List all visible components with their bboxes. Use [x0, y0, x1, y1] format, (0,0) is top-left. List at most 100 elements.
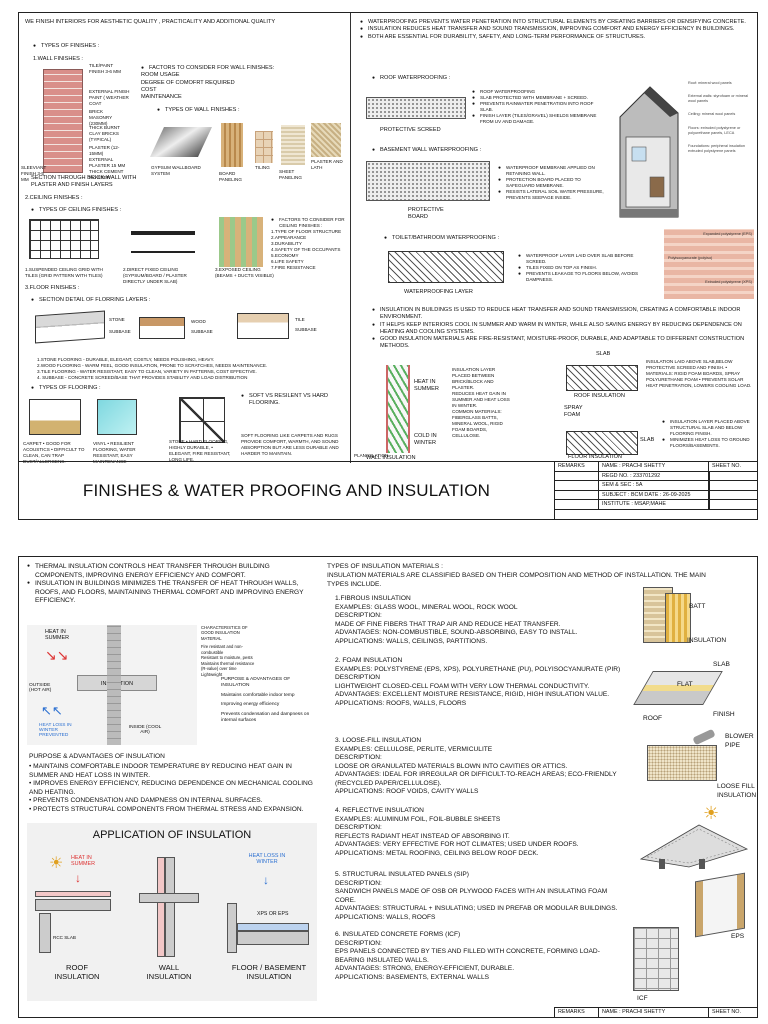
batt-insulation-fill [665, 593, 691, 643]
wall-factor-4: MAINTENANCE [141, 94, 182, 101]
application-heading: APPLICATION OF INSULATION [92, 829, 252, 841]
purpose-points: • MAINTAINS COMFORTABLE INDOOR TEMPERATU… [29, 763, 317, 814]
foam-label-polyiso: Polyisocyanurate (polyiso) [668, 255, 713, 260]
basement-caption: PROTECTIVE BOARD [408, 207, 444, 221]
floor-note-4: 4. SUBBASE - CONCRETE SCREED/BASE THAT P… [37, 374, 248, 380]
sheet2-titleblock-name: NAME : PRACHI SHETTY [599, 1008, 709, 1017]
characteristics-heading: CHARACTERISTICS OF GOOD INSULATION MATER… [201, 625, 248, 641]
wall-insulation-caption: WALL INSULATION [366, 455, 416, 461]
basement-point-1: WATERPROOF MEMBRANE APPLIED ON RETAINING… [498, 165, 608, 177]
house-labels: Roof: mineral wool panels External walls… [688, 81, 754, 154]
floor-insulation-image [566, 431, 638, 455]
purpose-point-2: • IMPROVES ENERGY EFFICIENCY, REDUCING D… [29, 780, 313, 796]
thermal-intro-1: THERMAL INSULATION CONTROLS HEAT TRANSFE… [27, 563, 317, 580]
insulation-type-6: 6. INSULATED CONCRETE FORMS (ICF) DESCRI… [335, 931, 627, 982]
wall-insulation-image [386, 365, 410, 453]
purpose-point-3: • PREVENTS CONDENSATION AND DAMPNESS ON … [29, 797, 263, 805]
titleblock-name: NAME : PRACHI SHETTY [599, 462, 709, 472]
cold-in-winter-label: COLD IN WINTER [414, 433, 437, 447]
sun-icon: ☀ [49, 855, 64, 872]
label-brick-masonry: BRICK MASONRY (230MM) [89, 109, 113, 126]
direct-fixed-ceiling-image [131, 231, 195, 235]
insulation-type-5-line-3: ADVANTAGES: STRUCTURAL + INSULATING; USE… [335, 905, 618, 913]
sheet2-right-column: TYPES OF INSULATION MATERIALS : INSULATI… [321, 557, 757, 1005]
img-label-blower: BLOWER PIPE [725, 733, 754, 749]
stone-floor-section-image [35, 310, 105, 344]
tiling-image [255, 131, 273, 163]
titleblock-row-4: SUBJECT : BCM DATE : 26-09-2025 [555, 490, 757, 501]
slab-label-2: SLAB [640, 437, 655, 443]
thermal-intro-2: INSULATION IN BUILDINGS MINIMIZES THE TR… [27, 580, 317, 606]
ceiling-factor-4: 4.SAFETY OF THE OCCUPANTS [271, 246, 341, 252]
insulation-type-6-line-2: EPS PANELS CONNECTED BY TIES AND FILLED … [335, 948, 600, 964]
house-insulation-illustration [619, 86, 679, 218]
flooring-type-carpet: CARPET • GOOD FOR ACOUSTICS • DIFFICULT … [23, 441, 85, 463]
characteristic-3: Maintains thermal resistance (R-value) o… [201, 660, 255, 672]
insulation-type-1-title: 1.FIBROUS INSULATION [335, 595, 411, 602]
floor-finishes-heading: 3.FLOOR FINISHES : [25, 285, 80, 291]
toilet-point-2: TILES FIXED ON TOP AS FINISH. [518, 265, 648, 271]
label-external-finish: EXTERNAL FINISH PAINT ( WEATHER COAT [89, 89, 130, 106]
insulation-type-3-line-3: LOOSE OR GRANULATED MATERIALS BLOWN INTO… [335, 762, 568, 770]
floor-insulation-points: INSULATION LAYER PLACED ABOVE STRUCTURAL… [662, 419, 754, 449]
img-label-batt: BATT [689, 603, 706, 610]
sheet2-title-block: REMARKS NAME : PRACHI SHETTY SHEET NO. [554, 1007, 757, 1017]
insulation-type-2-line-1: EXAMPLES: POLYSTYRENE (EPS, XPS), POLYUR… [335, 665, 621, 673]
heat-transfer-diagram: HEAT IN SUMMER ↘↘ INSULATION OUTSIDE (HO… [27, 625, 197, 745]
titleblock-remarks: REMARKS [555, 462, 599, 472]
blue-arrow-icon: ↖↖ [41, 703, 63, 718]
app-heat-summer: HEAT IN SUMMER [71, 855, 95, 867]
insulation-type-6-line-1: DESCRIPTION: [335, 939, 382, 947]
roof-screed-image [366, 97, 466, 119]
titleblock-regd: REGD NO. : 233701292 [599, 471, 709, 482]
intro-point-3: BOTH ARE ESSENTIAL FOR DURABILITY, SAFET… [360, 34, 752, 41]
floor-note-1: 1.STONE FLOORING - DURABLE, ELEGANT, COS… [37, 357, 215, 362]
sheet2-left-column: THERMAL INSULATION CONTROLS HEAT TRANSFE… [19, 557, 321, 1005]
img-label-eps: EPS [731, 933, 745, 940]
sheet1-title-block: REMARKS NAME : PRACHI SHETTY SHEET NO. R… [554, 462, 757, 519]
reflective-sun-icon: ☀ [703, 803, 720, 823]
ceiling-type-1: 1.SUSPENDED CEILING GRID WITH TILES (GRI… [25, 267, 103, 278]
insulation-type-1-line-4: ADVANTAGES: NON-COMBUSTIBLE, SOUND-ABSOR… [335, 629, 578, 637]
purpose-point-1: • MAINTAINS COMFORTABLE INDOOR TEMPERATU… [29, 763, 292, 779]
insulation-type-2-title: 2. FOAM INSULATION [335, 657, 403, 664]
ceiling-finishes-heading: 2.CEILING FINISHES : [25, 195, 83, 201]
ceiling-factor-heading: FACTORS TO CONSIDER FOR CEILING FINISHES… [271, 217, 347, 229]
board-paneling-image [221, 123, 243, 167]
insulation-type-6-line-4: APPLICATIONS: BASEMENTS, EXTERNAL WALLS [335, 973, 490, 981]
insulation-type-5: 5. STRUCTURAL INSULATED PANELS (SIP) DES… [335, 871, 627, 922]
titleblock-subject: SUBJECT : BCM DATE : 26-09-2025 [599, 490, 709, 501]
types-of-finishes-heading: TYPES OF FINISHES : [33, 43, 99, 50]
toilet-waterproofing-image [388, 251, 504, 283]
slab-label-1: SLAB [596, 351, 611, 357]
foam-label-xps: Extruded polystyrene (XPS) [705, 279, 752, 284]
characteristic-1: Fire resistant and non-combustible [201, 644, 243, 655]
sheet2-titleblock-remarks: REMARKS [555, 1008, 599, 1017]
stone-flooring-image [179, 397, 225, 443]
purpose-point-4: • PROTECTS STRUCTURAL COMPONENTS FROM TH… [29, 805, 304, 813]
roof-waterproofing-heading: ROOF WATERPROOFING : [372, 75, 450, 82]
basement-points: WATERPROOF MEMBRANE APPLIED ON RETAINING… [498, 165, 608, 201]
soft-vs-hard-text: SOFT FLOORING LIKE CARPETS AND RUGS PROV… [241, 433, 339, 456]
toilet-point-1: WATERPROOF LAYER LAID OVER SLAB BEFORE S… [518, 253, 648, 265]
toilet-caption: WATERPROOFING LAYER [404, 289, 473, 295]
sheet1-column-divider [350, 13, 351, 463]
insulation-type-5-title: 5. STRUCTURAL INSULATED PANELS (SIP) [335, 871, 469, 878]
purpose-box-3: Prevents condensation and dampness on in… [221, 711, 310, 724]
sheet1-left-column: WE FINISH INTERIORS FOR AESTHETIC QUALIT… [19, 13, 349, 463]
insulation-type-3-line-4: ADVANTAGES: IDEAL FOR IRREGULAR OR DIFFI… [335, 771, 617, 787]
red-arrow-icon: ↘↘ [45, 647, 69, 663]
roof-point-1: ROOF WATERPROOFING [472, 89, 602, 95]
insulation-type-5-line-2: SANDWICH PANELS MADE OF OSB OR PLYWOOD F… [335, 888, 608, 904]
titleblock-row-1: REMARKS NAME : PRACHI SHETTY SHEET NO. [555, 462, 757, 472]
app-rcc-slab: RCC SLAB [53, 935, 76, 940]
gypsum-wallboard-image [150, 127, 212, 157]
insulation-point-1: INSULATION IN BUILDINGS IS USED TO REDUC… [372, 307, 752, 322]
insulation-point-2: IT HELPS KEEP INTERIORS COOL IN SUMMER A… [372, 322, 752, 337]
floor-note-2: 2.WOOD FLOORING - WARM FEEL, GOOD INSULA… [37, 362, 268, 368]
thermal-intro: THERMAL INSULATION CONTROLS HEAT TRANSFE… [27, 563, 317, 606]
wall-finishes-heading: 1.WALL FINISHES : [33, 56, 83, 62]
roof-screed-caption: PROTECTIVE SCREED [380, 127, 441, 133]
planslation-label: PLANSSLATION [354, 453, 389, 458]
basement-wall-image [366, 161, 490, 201]
